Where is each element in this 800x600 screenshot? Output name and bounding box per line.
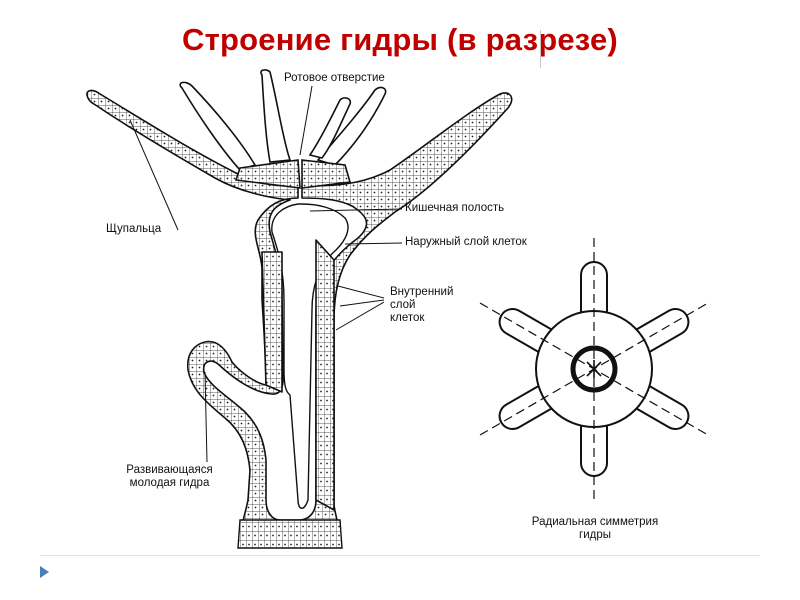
foot-base [237, 519, 343, 549]
label-inner-layer: Внутренний слой клеток [390, 286, 454, 324]
short-tentacles [179, 69, 387, 189]
label-bud: Развивающаяся молодая гидра [126, 464, 213, 489]
play-arrow-icon[interactable] [40, 566, 49, 578]
mouth-lips [234, 159, 352, 189]
text-cursor-mark [540, 30, 541, 68]
leader-inner-2 [339, 299, 385, 307]
tentacle-inner-right [316, 86, 387, 166]
leader-gut [309, 208, 403, 212]
leader-mouth [299, 85, 313, 156]
leader-bud [204, 371, 208, 463]
page-title: Строение гидры (в разрезе) [182, 22, 618, 57]
hydra-body-wall [86, 89, 513, 546]
inner-layer-left [261, 251, 283, 393]
label-gut-cavity: Кишечная полость [405, 202, 505, 214]
label-mouth: Ротовое отверстие [284, 72, 385, 84]
footer-divider [40, 555, 760, 556]
tentacle-inner-right2 [308, 97, 352, 159]
label-radial-symmetry: Радиальная симметрия гидры [531, 516, 659, 541]
leader-lines [129, 85, 403, 463]
leader-inner-3 [335, 301, 385, 331]
leader-outer [344, 242, 403, 245]
tentacle-inner-left2 [260, 69, 292, 163]
label-tentacles: Щупальца [106, 223, 162, 235]
leader-tentacles [129, 119, 179, 231]
gut-cavity-outline [271, 203, 349, 509]
leader-inner-1 [337, 285, 385, 299]
radial-center-cross [586, 360, 602, 378]
inner-layer-right [315, 239, 335, 511]
tentacle-inner-left [179, 81, 257, 171]
label-outer-layer: Наружный слой клеток [405, 236, 527, 248]
